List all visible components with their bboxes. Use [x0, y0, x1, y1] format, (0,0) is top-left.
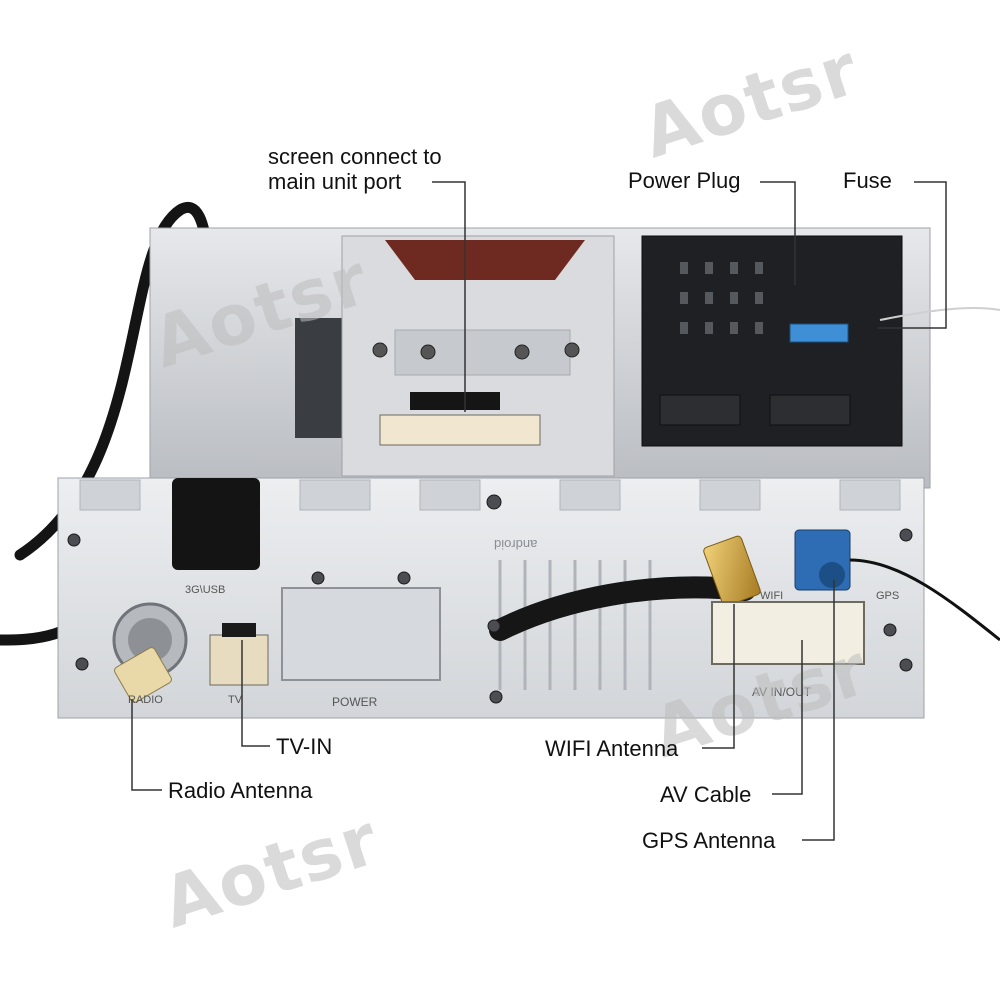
power-marking: POWER [332, 695, 378, 709]
callout-tv-in: TV-IN [276, 734, 333, 759]
tv-connector [209, 634, 269, 686]
callout-screen-port: screen connect to main unit port [268, 144, 442, 194]
fuse [789, 323, 849, 343]
tv-marking: TV [228, 694, 243, 706]
callout-wifi-antenna: WIFI Antenna [545, 736, 679, 761]
wifi-sma [703, 535, 761, 607]
av-marking: AV IN/OUT [752, 685, 812, 699]
usb-grommet [172, 478, 260, 570]
gps-marking: GPS [876, 590, 900, 602]
callout-power-plug: Power Plug [628, 168, 741, 193]
wifi-antenna-rod [489, 576, 756, 641]
callout-gps-antenna: GPS Antenna [642, 828, 776, 853]
callout-fuse: Fuse [843, 168, 892, 193]
av-connector [711, 601, 865, 665]
usb-marking: 3G\USB [185, 584, 226, 596]
screen-port [379, 414, 541, 446]
radio-plug [114, 647, 172, 703]
callout-radio-antenna: Radio Antenna [168, 778, 313, 803]
radio-marking: RADIO [128, 694, 163, 706]
wifi-marking: WIFI [760, 590, 784, 602]
callout-av-cable: AV Cable [660, 782, 752, 807]
